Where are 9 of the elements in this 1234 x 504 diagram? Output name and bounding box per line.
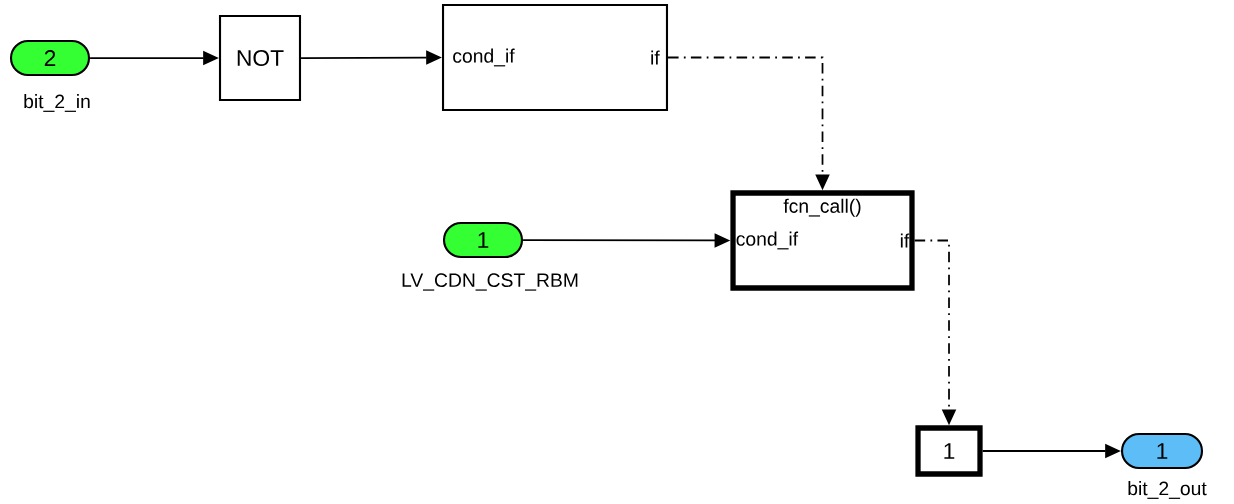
port-pill: 2 — [9, 39, 91, 77]
port-label: bit_2_in — [24, 94, 90, 112]
port-label: bit_2_out — [1128, 481, 1207, 499]
port-label: LV_CDN_CST_RBM — [402, 273, 578, 291]
block-box: NOT — [218, 14, 302, 102]
port-pill: 1 — [442, 221, 524, 259]
port-pill: 1 — [1120, 432, 1204, 470]
block-box: 1 — [915, 425, 983, 477]
block-box: cond_if if — [441, 3, 669, 112]
